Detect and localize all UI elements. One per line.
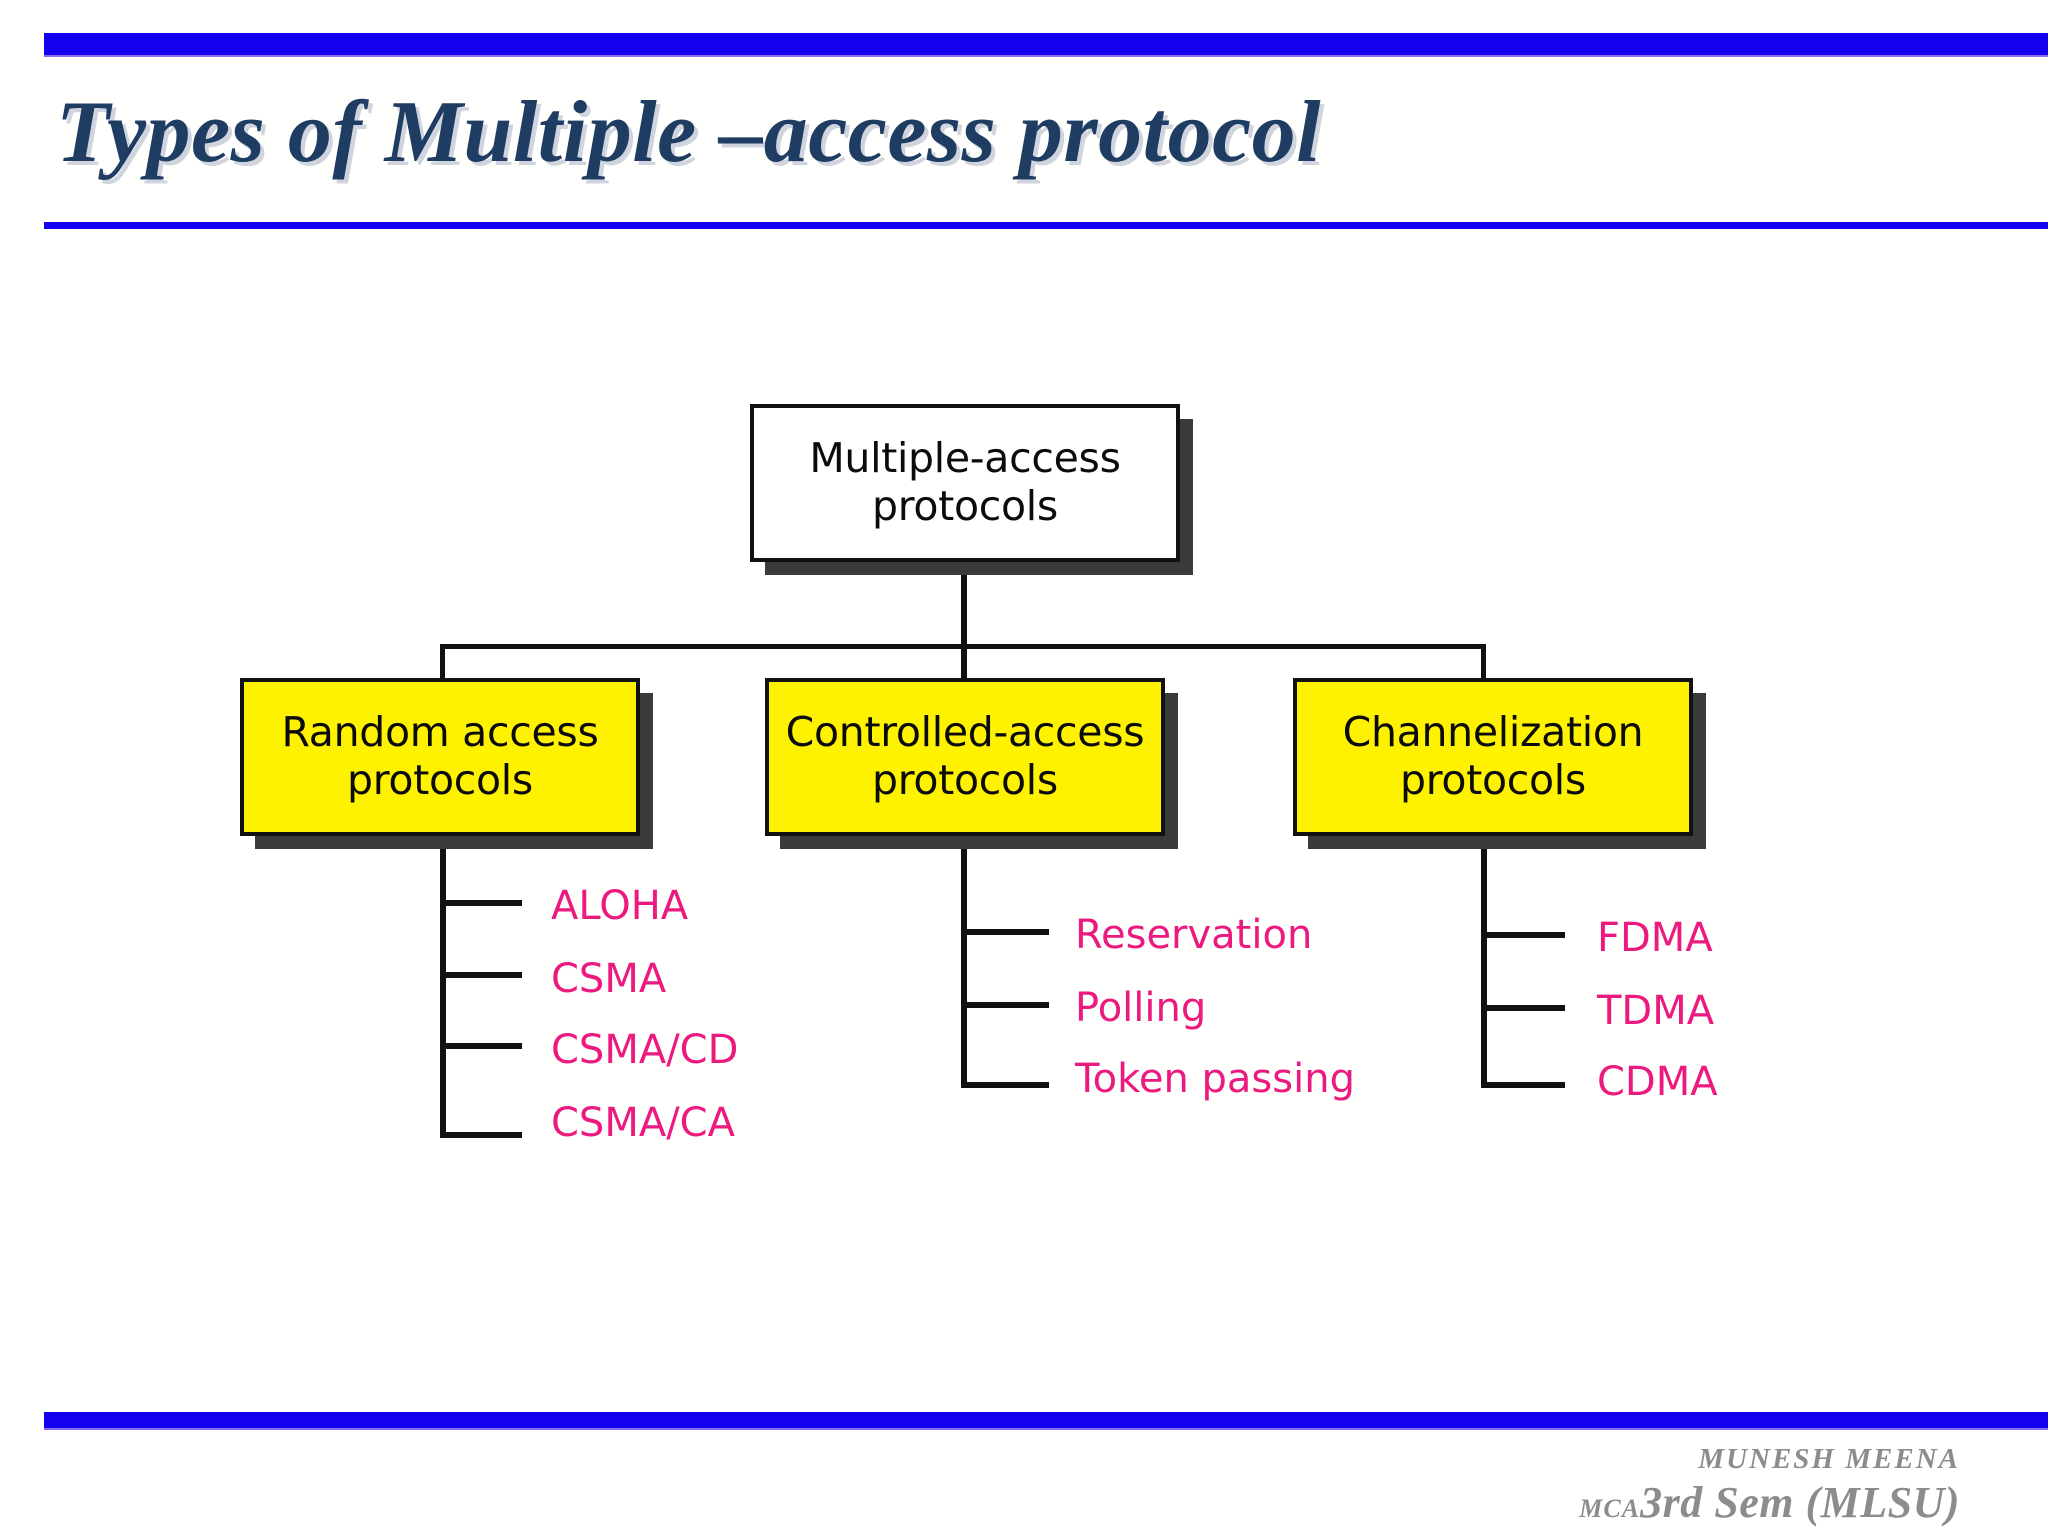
branch-trunk-controlled-access xyxy=(961,836,967,1088)
node-channelization-protocols: Channelization protocols xyxy=(1293,678,1693,836)
leaf-tick-csma-ca xyxy=(440,1132,522,1138)
leaf-label-aloha: ALOHA xyxy=(551,883,689,929)
branch-trunk-channelization xyxy=(1481,836,1487,1088)
node-mid-text: Controlled-access protocols xyxy=(786,709,1145,804)
leaf-tick-cdma xyxy=(1481,1082,1565,1088)
connector-root-stem xyxy=(961,562,967,648)
footer-author: MUNESH MEENA xyxy=(1698,1443,1960,1475)
node-left-text: Random access protocols xyxy=(281,709,598,804)
node-mid-line2: protocols xyxy=(872,756,1058,804)
leaf-label-tdma: TDMA xyxy=(1597,988,1715,1034)
page-title: Types of Multiple –access protocol xyxy=(56,84,1322,181)
leaf-tick-fdma xyxy=(1481,932,1565,938)
node-root-line1: Multiple-access xyxy=(809,434,1121,483)
footer-course: MCA xyxy=(1579,1494,1641,1523)
node-right-line1: Channelization xyxy=(1342,708,1644,757)
node-right-line2: protocols xyxy=(1400,756,1586,804)
leaf-tick-csma xyxy=(440,972,522,978)
leaf-tick-csma-cd xyxy=(440,1043,522,1049)
leaf-tick-reservation xyxy=(961,929,1049,935)
node-multiple-access-protocols: Multiple-access protocols xyxy=(750,404,1180,562)
leaf-label-csma-ca: CSMA/CA xyxy=(551,1100,735,1146)
footer-semester: 3rd Sem (MLSU) xyxy=(1640,1478,1960,1527)
node-left-line1: Random access xyxy=(281,708,599,757)
leaf-tick-tdma xyxy=(1481,1005,1565,1011)
node-left-line2: protocols xyxy=(347,756,533,804)
title-underline-rule xyxy=(44,222,2048,229)
branch-trunk-random-access xyxy=(440,836,446,1138)
leaf-label-polling: Polling xyxy=(1075,985,1207,1031)
leaf-label-fdma: FDMA xyxy=(1597,915,1713,961)
leaf-tick-token-passing xyxy=(961,1082,1049,1088)
header-accent-bar xyxy=(44,33,2048,57)
node-mid-line1: Controlled-access xyxy=(785,708,1145,757)
node-random-access-protocols: Random access protocols xyxy=(240,678,640,836)
leaf-label-token-passing: Token passing xyxy=(1075,1056,1355,1102)
leaf-label-reservation: Reservation xyxy=(1075,912,1313,958)
leaf-label-csma-cd: CSMA/CD xyxy=(551,1027,739,1073)
node-root-line2: protocols xyxy=(872,482,1058,530)
leaf-tick-polling xyxy=(961,1002,1049,1008)
footer-accent-bar xyxy=(44,1412,2048,1430)
leaf-label-csma: CSMA xyxy=(551,956,667,1002)
connector-drop-right xyxy=(1481,644,1486,682)
connector-drop-mid xyxy=(961,644,967,682)
leaf-tick-aloha xyxy=(440,900,522,906)
connector-drop-left xyxy=(440,644,445,682)
footer-credits: MUNESH MEENA MCA3rd Sem (MLSU) xyxy=(1260,1442,1960,1536)
node-controlled-access-protocols: Controlled-access protocols xyxy=(765,678,1165,836)
node-right-text: Channelization protocols xyxy=(1343,709,1644,804)
leaf-label-cdma: CDMA xyxy=(1597,1059,1718,1105)
footer-program-line: MCA3rd Sem (MLSU) xyxy=(1260,1478,1960,1536)
node-root-text: Multiple-access protocols xyxy=(809,434,1121,530)
